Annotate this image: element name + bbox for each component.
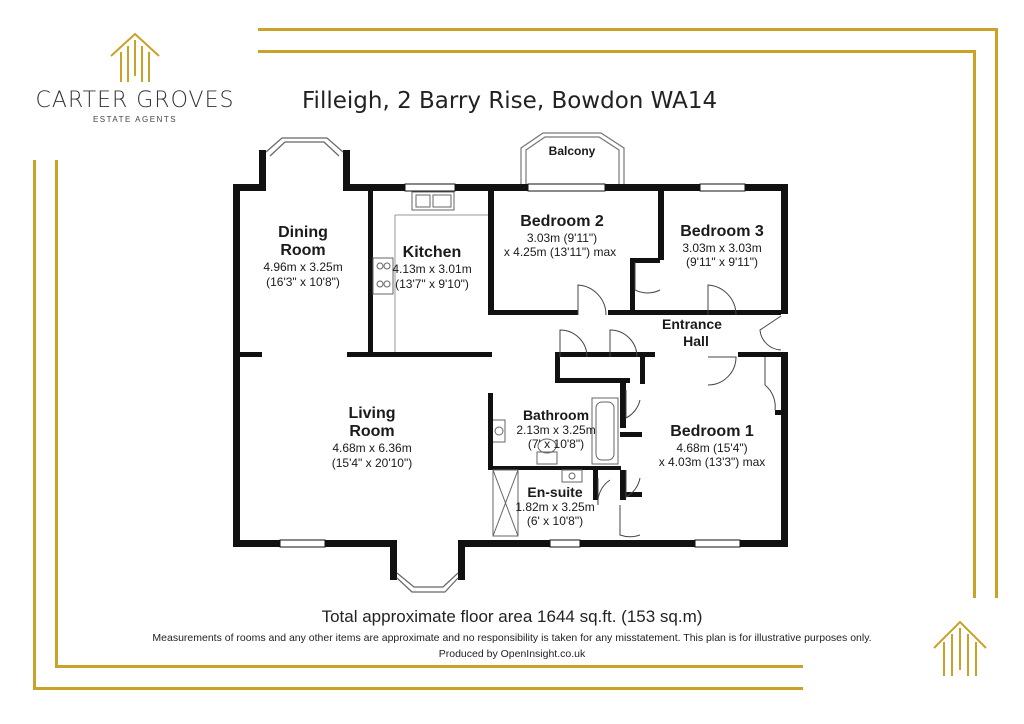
brand-subtitle: ESTATE AGENTS — [92, 115, 178, 124]
shower-tray — [492, 469, 519, 537]
svg-text:Bedroom 1: Bedroom 1 — [670, 423, 754, 440]
house-logo-icon — [110, 32, 160, 82]
kitchen-sink — [411, 191, 455, 211]
svg-text:1.82m x 3.25m: 1.82m x 3.25m — [515, 500, 594, 514]
svg-text:Entrance: Entrance — [662, 316, 722, 332]
svg-text:Dining: Dining — [278, 224, 328, 241]
svg-text:(16'3" x 10'8"): (16'3" x 10'8") — [266, 275, 340, 289]
label-bedroom-3: Bedroom 3 3.03m x 3.03m (9'11" x 9'11") — [680, 223, 764, 269]
label-balcony: Balcony — [549, 144, 596, 158]
svg-text:4.68m x 6.36m: 4.68m x 6.36m — [332, 441, 411, 455]
frame-line-top — [258, 28, 998, 31]
windows — [279, 183, 746, 548]
svg-text:(15'4" x 20'10"): (15'4" x 20'10") — [332, 456, 412, 470]
frame-line-bottom-inner — [55, 665, 803, 668]
ensuite-basin — [561, 469, 583, 483]
corner-house-logo-icon — [933, 620, 987, 676]
svg-text:Bedroom 2: Bedroom 2 — [520, 213, 604, 230]
frame-line-top-inner — [258, 50, 976, 53]
bathroom-basin — [493, 419, 506, 443]
svg-text:Living: Living — [348, 405, 395, 422]
bathroom-toilet — [536, 438, 558, 465]
svg-text:3.03m (9'11"): 3.03m (9'11") — [527, 231, 597, 245]
svg-text:x 4.25m (13'11") max: x 4.25m (13'11") max — [504, 245, 616, 259]
produced-by-text: Produced by OpenInsight.co.uk — [438, 648, 586, 660]
brand-name: CARTER GROVES — [35, 88, 235, 113]
svg-text:(6' x 10'8"): (6' x 10'8") — [527, 514, 583, 528]
svg-text:Bedroom 3: Bedroom 3 — [680, 223, 764, 240]
svg-text:Bathroom: Bathroom — [523, 407, 589, 423]
svg-text:Room: Room — [280, 242, 325, 259]
kitchen-hob — [372, 257, 394, 295]
frame-line-left-inner — [55, 160, 58, 668]
svg-text:4.13m x 3.01m: 4.13m x 3.01m — [392, 262, 471, 276]
frame-line-bottom — [33, 687, 803, 690]
svg-text:Kitchen: Kitchen — [403, 244, 462, 261]
svg-text:Balcony: Balcony — [549, 144, 596, 158]
door-swings — [559, 262, 782, 538]
svg-text:3.03m x 3.03m: 3.03m x 3.03m — [682, 241, 761, 255]
svg-text:2.13m x 3.25m: 2.13m x 3.25m — [516, 423, 595, 437]
label-bedroom-2: Bedroom 2 3.03m (9'11") x 4.25m (13'11")… — [504, 213, 616, 259]
svg-text:(9'11" x 9'11"): (9'11" x 9'11") — [686, 255, 758, 269]
disclaimer-text: Measurements of rooms and any other item… — [152, 632, 872, 644]
svg-text:(13'7" x 9'10"): (13'7" x 9'10") — [395, 277, 469, 291]
brand-logo: CARTER GROVES ESTATE AGENTS — [30, 30, 240, 124]
label-dining-room: Dining Room 4.96m x 3.25m (16'3" x 10'8"… — [263, 224, 342, 289]
total-floor-area: Total approximate floor area 1644 sq.ft.… — [321, 607, 703, 626]
page-title: Filleigh, 2 Barry Rise, Bowdon WA14 — [302, 88, 718, 114]
living-bay-window — [396, 572, 459, 593]
bathtub — [591, 397, 619, 465]
label-living-room: Living Room 4.68m x 6.36m (15'4" x 20'10… — [332, 405, 412, 470]
svg-text:4.96m x 3.25m: 4.96m x 3.25m — [263, 260, 342, 274]
svg-text:(7' x 10'8"): (7' x 10'8") — [528, 437, 584, 451]
frame-line-left — [33, 160, 36, 690]
frame-line-right — [995, 28, 998, 598]
svg-text:4.68m (15'4"): 4.68m (15'4") — [676, 441, 747, 455]
svg-text:Room: Room — [349, 423, 394, 440]
label-en-suite: En-suite 1.82m x 3.25m (6' x 10'8") — [515, 484, 594, 528]
label-bathroom: Bathroom 2.13m x 3.25m (7' x 10'8") — [516, 407, 595, 451]
svg-text:En-suite: En-suite — [527, 484, 582, 500]
label-kitchen: Kitchen 4.13m x 3.01m (13'7" x 9'10") — [392, 244, 471, 291]
label-bedroom-1: Bedroom 1 4.68m (15'4") x 4.03m (13'3") … — [659, 423, 766, 469]
dining-bay-window — [265, 137, 344, 157]
frame-line-right-inner — [973, 50, 976, 598]
svg-text:x 4.03m (13'3") max: x 4.03m (13'3") max — [659, 455, 766, 469]
svg-text:Hall: Hall — [683, 333, 709, 349]
label-entrance-hall: Entrance Hall — [662, 316, 722, 349]
balcony — [520, 132, 625, 184]
